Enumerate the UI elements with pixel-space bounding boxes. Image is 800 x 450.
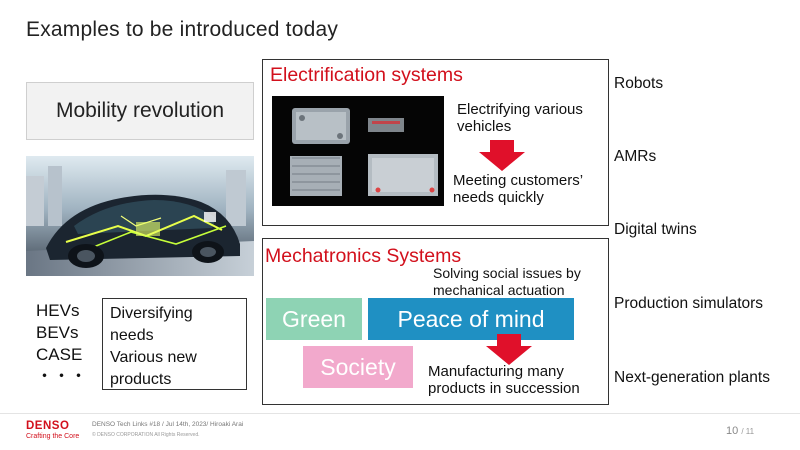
right-item-amrs: AMRs bbox=[614, 148, 657, 165]
needs-box: Diversifying needs Various new products bbox=[102, 298, 247, 390]
electric-car-illustration bbox=[26, 156, 254, 276]
tag-green-label: Green bbox=[282, 305, 346, 332]
mech-top-line-1: Solving social issues by bbox=[433, 265, 581, 281]
mechatronics-text-bottom: Manufacturing many products in successio… bbox=[428, 363, 580, 397]
down-arrow-icon bbox=[486, 334, 532, 365]
page-number: 10 / 11 bbox=[726, 425, 754, 437]
power-electronics-units bbox=[272, 96, 444, 206]
mechatronics-box bbox=[262, 238, 609, 405]
list-item-ellipsis: ・・・ bbox=[36, 367, 87, 386]
tag-peace-of-mind: Peace of mind bbox=[368, 298, 574, 340]
electrification-text-top: Electrifying various vehicles bbox=[457, 101, 583, 135]
electrification-text-bottom: Meeting customers’ needs quickly bbox=[453, 172, 583, 206]
needs-line-2: needs bbox=[110, 327, 154, 344]
needs-line-3: Various new bbox=[110, 349, 197, 366]
electrification-box bbox=[262, 59, 609, 226]
mech-top-line-2: mechanical actuation bbox=[433, 282, 565, 298]
footer-copyright: © DENSO CORPORATION All Rights Reserved. bbox=[92, 432, 200, 438]
tag-green: Green bbox=[266, 298, 362, 340]
footer-divider bbox=[0, 413, 800, 414]
right-item-next-gen-plants: Next-generation plants bbox=[614, 369, 770, 386]
list-item-hevs: HEVs bbox=[36, 301, 80, 320]
car-image bbox=[26, 156, 254, 276]
mechatronics-text-top: Solving social issues by mechanical actu… bbox=[433, 265, 581, 299]
slide-title: Examples to be introduced today bbox=[26, 18, 339, 41]
vehicle-types-list: HEVs BEVs CASE ・・・ bbox=[36, 300, 87, 388]
mechatronics-title: Mechatronics Systems bbox=[265, 245, 462, 267]
elec-top-line-1: Electrifying various bbox=[457, 101, 583, 118]
footer-event: DENSO Tech Links #18 / Jul 14th, 2023/ H… bbox=[92, 421, 244, 428]
page-total: / 11 bbox=[741, 427, 755, 436]
tag-society: Society bbox=[303, 346, 413, 388]
right-item-robots: Robots bbox=[614, 75, 664, 92]
tag-peace-label: Peace of mind bbox=[397, 305, 545, 332]
down-arrow-icon bbox=[479, 140, 525, 171]
needs-line-1: Diversifying bbox=[110, 305, 193, 322]
right-item-production-simulators: Production simulators bbox=[614, 295, 764, 312]
mobility-revolution-box: Mobility revolution bbox=[26, 82, 254, 140]
right-item-digital-twins: Digital twins bbox=[614, 221, 697, 238]
electrification-image bbox=[272, 96, 444, 206]
mech-bottom-line-1: Manufacturing many bbox=[428, 363, 564, 380]
needs-line-4: products bbox=[110, 371, 172, 388]
list-item-case: CASE bbox=[36, 345, 83, 364]
mobility-revolution-label: Mobility revolution bbox=[55, 99, 225, 122]
mech-bottom-line-2: products in succession bbox=[428, 380, 580, 397]
elec-bottom-line-1: Meeting customers’ bbox=[453, 172, 584, 189]
elec-top-line-2: vehicles bbox=[457, 118, 512, 135]
denso-tagline: Crafting the Core bbox=[26, 433, 80, 440]
page-current: 10 bbox=[726, 425, 739, 437]
list-item-bevs: BEVs bbox=[36, 323, 79, 342]
electrification-title: Electrification systems bbox=[270, 64, 463, 86]
tag-society-label: Society bbox=[320, 353, 396, 380]
elec-bottom-line-2: needs quickly bbox=[453, 189, 544, 206]
denso-logo: DENSO bbox=[26, 420, 70, 432]
